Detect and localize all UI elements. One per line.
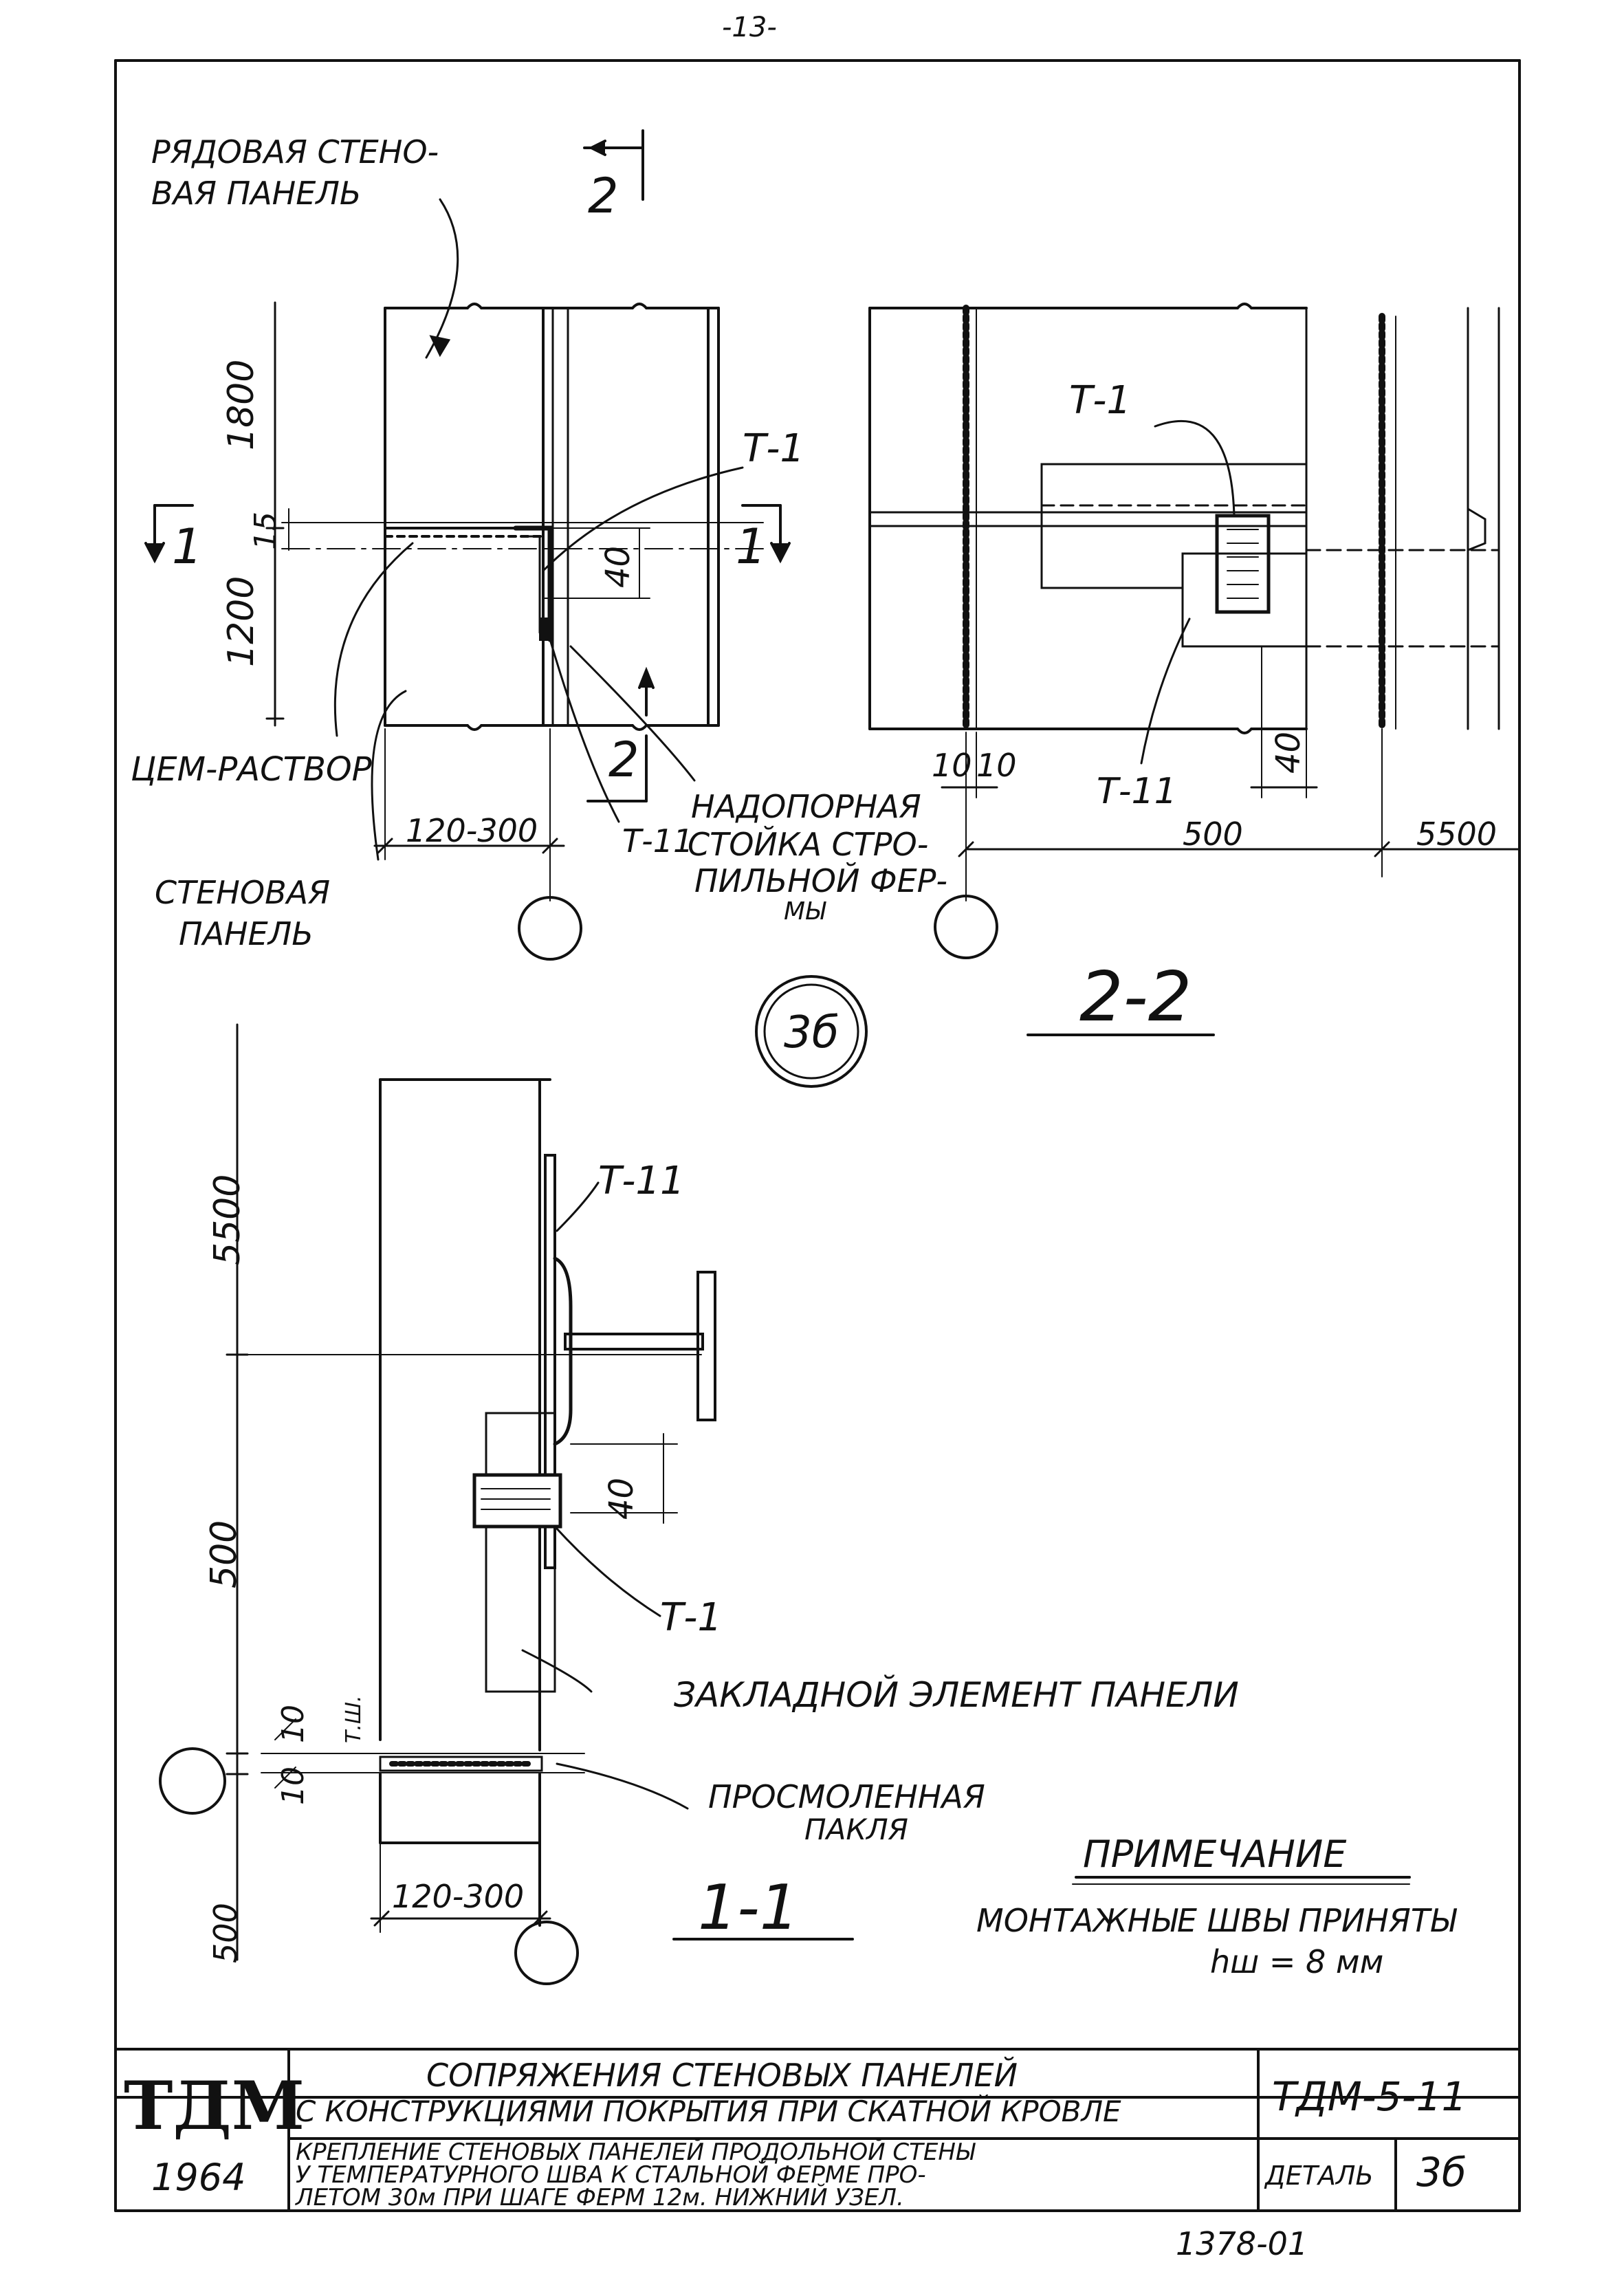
detail-number: 3б: [784, 1007, 840, 1058]
label-t-sh: Т.Ш.: [342, 1695, 366, 1743]
dim-5500-section: 5500: [1416, 816, 1497, 853]
label-t1-bottom: Т-1: [660, 1595, 723, 1640]
title-block-detail-label: ДЕТАЛЬ: [1265, 2161, 1374, 2191]
dim-10-c: 10: [276, 1705, 311, 1743]
label-stenovaya-line1: СТЕНОВАЯ: [155, 874, 331, 911]
label-t1-section: Т-1: [1069, 378, 1132, 423]
label-nadopornaya-line4: МЫ: [784, 897, 826, 926]
label-prosmolennaya-line1: ПРОСМОЛЕННАЯ: [708, 1778, 985, 1815]
archive-stamp: 1378-01: [1176, 2225, 1308, 2262]
section-title-2-2: 2-2: [1079, 956, 1192, 1037]
page-number: -13-: [722, 12, 777, 43]
label-t1-plan: Т-1: [743, 426, 805, 471]
label-zakladnoy-element: ЗАКЛАДНОЙ ЭЛЕМЕНТ ПАНЕЛИ: [674, 1675, 1239, 1715]
dim-120-300-plan: 120-300: [406, 812, 538, 849]
section-marker-1-left: 1: [172, 518, 203, 575]
dim-500-section: 500: [1183, 816, 1243, 853]
label-nadopornaya-line2: СТОЙКА СТРО-: [688, 826, 929, 863]
label-ryadovaya-panel-line1: РЯДОВАЯ СТЕНО-: [151, 133, 439, 171]
title-block-sub-line1: КРЕПЛЕНИЕ СТЕНОВЫХ ПАНЕЛЕЙ ПРОДОЛЬНОЙ СТ…: [296, 2139, 975, 2166]
note-line1: МОНТАЖНЫЕ ШВЫ ПРИНЯТЫ: [976, 1902, 1456, 1939]
label-t11-bottom: Т-11: [598, 1159, 685, 1203]
title-block-year: 1964: [151, 2156, 246, 2199]
section-marker-2-bottom: 2: [608, 732, 639, 788]
dim-1800: 1800: [221, 359, 262, 450]
title-block-code: ТДМ-5-11: [1272, 2073, 1467, 2120]
section-marker-2-top: 2: [588, 168, 619, 224]
section-title-1-1: 1-1: [698, 1872, 799, 1944]
label-nadopornaya-line1: НАДОПОРНАЯ: [691, 788, 921, 825]
dim-40-section: 40: [1269, 731, 1308, 774]
title-block-logo: ТДМ: [124, 2067, 305, 2145]
title-block-detail-value: 3б: [1416, 2149, 1467, 2196]
label-prosmolennaya-line2: ПАКЛЯ: [804, 1813, 908, 1846]
note-line2: hш = 8 мм: [1210, 1943, 1384, 1980]
section-1-1: [159, 1023, 1411, 1985]
plan-view: [144, 129, 791, 961]
dim-15: 15: [248, 512, 283, 550]
dim-5500-left: 5500: [207, 1174, 248, 1265]
title-block-title-line1: СОПРЯЖЕНИЯ СТЕНОВЫХ ПАНЕЛЕЙ: [426, 2057, 1018, 2094]
dim-40-plan: 40: [599, 545, 637, 588]
section-marker-1-right: 1: [736, 518, 767, 575]
note-title: ПРИМЕЧАНИЕ: [1083, 1833, 1347, 1876]
label-t11-section: Т-11: [1097, 771, 1177, 812]
dim-120-300-bottom: 120-300: [392, 1878, 525, 1915]
title-block-lines: [114, 2048, 1521, 2212]
dim-1200: 1200: [221, 576, 262, 667]
label-nadopornaya-line3: ПИЛЬНОЙ ФЕР-: [694, 862, 947, 899]
dim-10-d: 10: [276, 1767, 311, 1805]
dim-500-lower: 500: [207, 1903, 244, 1963]
dim-10-b: 10: [976, 747, 1017, 784]
dim-500-left: 500: [204, 1520, 245, 1588]
detail-circle: [755, 975, 868, 1088]
section-2-2: [868, 303, 1521, 1036]
label-ryadovaya-panel-line2: ВАЯ ПАНЕЛЬ: [151, 175, 362, 212]
title-block-sub-line2: У ТЕМПЕРАТУРНОГО ШВА К СТАЛЬНОЙ ФЕРМЕ ПР…: [296, 2161, 926, 2189]
dim-10-a: 10: [932, 747, 972, 784]
label-stenovaya-line2: ПАНЕЛЬ: [179, 915, 314, 952]
title-block-sub-line3: ЛЕТОМ 30м ПРИ ШАГЕ ФЕРМ 12м. НИЖНИЙ УЗЕЛ…: [296, 2184, 904, 2211]
dim-40-bottom: 40: [602, 1477, 641, 1520]
label-t11-plan: Т-11: [622, 822, 694, 860]
title-block-title-line2: С КОНСТРУКЦИЯМИ ПОКРЫТИЯ ПРИ СКАТНОЙ КРО…: [296, 2095, 1121, 2128]
label-cem-rastvor: ЦЕМ-РАСТВОР: [131, 750, 372, 789]
